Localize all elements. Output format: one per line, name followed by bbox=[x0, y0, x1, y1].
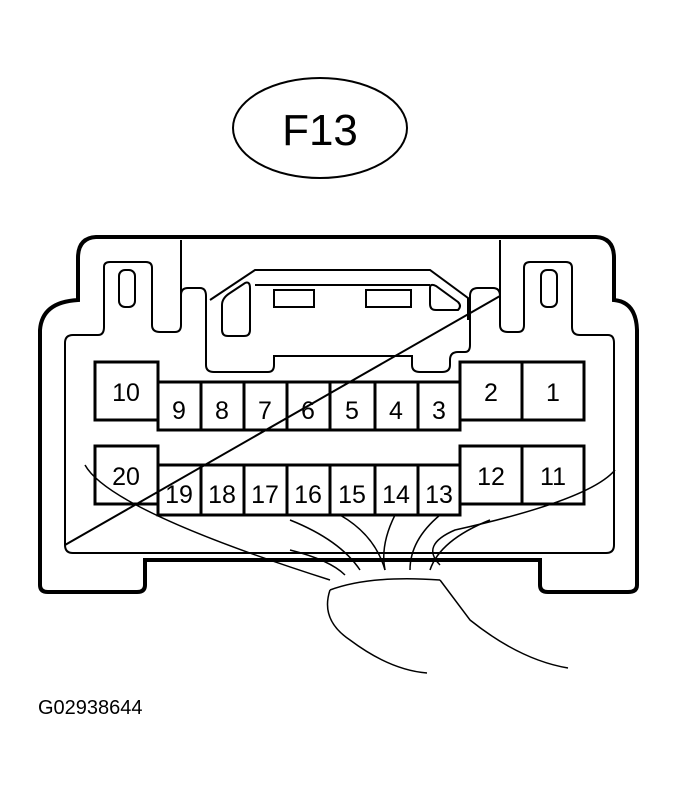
connector-latch bbox=[209, 269, 469, 320]
pin-15: 15 bbox=[338, 481, 366, 509]
pin-17: 17 bbox=[251, 481, 279, 509]
pin-8: 8 bbox=[215, 397, 229, 425]
wire-harness bbox=[84, 464, 616, 674]
connector-housing-outline bbox=[38, 235, 639, 594]
pin-13: 13 bbox=[425, 481, 453, 509]
connector-id-badge: F13 bbox=[232, 77, 408, 179]
pin-4: 4 bbox=[389, 397, 403, 425]
pin-1: 1 bbox=[546, 379, 560, 407]
pin-18: 18 bbox=[208, 481, 236, 509]
pin-5: 5 bbox=[345, 397, 359, 425]
connector-inner-outline bbox=[63, 240, 615, 554]
pin-20: 20 bbox=[112, 463, 140, 491]
pin-11: 11 bbox=[540, 463, 566, 491]
pin-19: 19 bbox=[165, 481, 193, 509]
pin-3: 3 bbox=[432, 397, 446, 425]
pin-14: 14 bbox=[382, 481, 410, 509]
pin-7: 7 bbox=[258, 397, 272, 425]
pin-9: 9 bbox=[172, 397, 186, 425]
pin-grid bbox=[93, 360, 586, 517]
pin-16: 16 bbox=[294, 481, 322, 509]
pin-10: 10 bbox=[112, 379, 140, 407]
pin-6: 6 bbox=[301, 397, 315, 425]
top-row-pin-labels: 10 9 8 7 6 5 4 3 2 1 bbox=[112, 379, 560, 425]
pin-12: 12 bbox=[477, 463, 505, 491]
figure-code: G02938644 bbox=[38, 697, 143, 719]
connector-id-label: F13 bbox=[282, 106, 358, 155]
bottom-row-pin-labels: 20 19 18 17 16 15 14 13 12 11 bbox=[112, 463, 566, 509]
pin-2: 2 bbox=[484, 379, 498, 407]
